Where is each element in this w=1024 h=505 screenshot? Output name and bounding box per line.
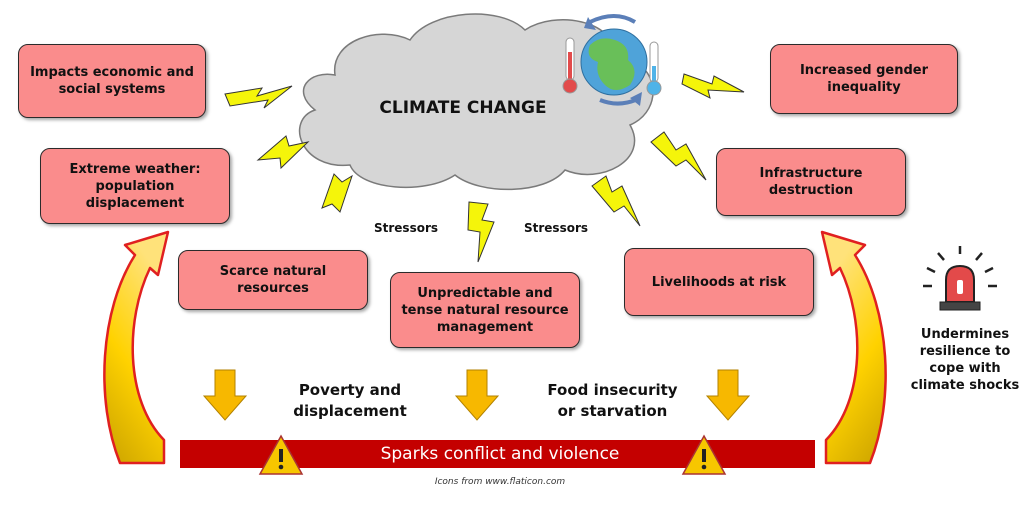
alarm-caption: Undermines resilience to cope with clima…: [910, 327, 1020, 393]
stressors-label-right: Stressors: [523, 221, 589, 235]
down-arrows: [202, 369, 751, 421]
cycle-arrow-left: [103, 230, 170, 465]
impacts-economic-box: Impacts economic and social systems: [18, 44, 206, 118]
bolt-icon: [681, 73, 745, 99]
climate-change-title: CLIMATE CHANGE: [379, 98, 547, 118]
bolt-icon: [467, 201, 495, 263]
unpredictable-management-box: Unpredictable and tense natural resource…: [390, 272, 580, 348]
extreme-weather-box: Extreme weather: population displacement: [40, 148, 230, 224]
lightning-bolts: [224, 73, 745, 263]
bolt-icon: [591, 175, 641, 227]
livelihoods-box: Livelihoods at risk: [624, 248, 814, 316]
bolt-icon: [650, 131, 707, 181]
poverty-label: Poverty and displacement: [293, 381, 407, 420]
conflict-bar-text: Sparks conflict and violence: [380, 444, 620, 464]
globe-thermometer-icon: [562, 14, 662, 106]
infrastructure-box: Infrastructure destruction: [716, 148, 906, 216]
scarce-resources-box: Scarce natural resources: [178, 250, 368, 310]
food-insecurity-label: Food insecurity or starvation: [547, 381, 678, 420]
cloud-shape: [298, 13, 654, 191]
bolt-icon: [256, 135, 310, 170]
down-arrow-icon: [454, 369, 500, 421]
credit-text: Icons from www.flaticon.com: [434, 477, 566, 487]
down-arrow-icon: [705, 369, 751, 421]
stressors-label-left: Stressors: [373, 221, 439, 235]
down-arrow-icon: [202, 369, 248, 421]
bolt-icon: [224, 85, 293, 109]
bolt-icon: [321, 173, 353, 213]
alarm-siren-icon: [923, 246, 997, 311]
warning-icon: [258, 434, 304, 475]
gender-inequality-box: Increased gender inequality: [770, 44, 958, 114]
cycle-arrow-right: [820, 230, 887, 465]
warning-icon: [681, 434, 727, 475]
